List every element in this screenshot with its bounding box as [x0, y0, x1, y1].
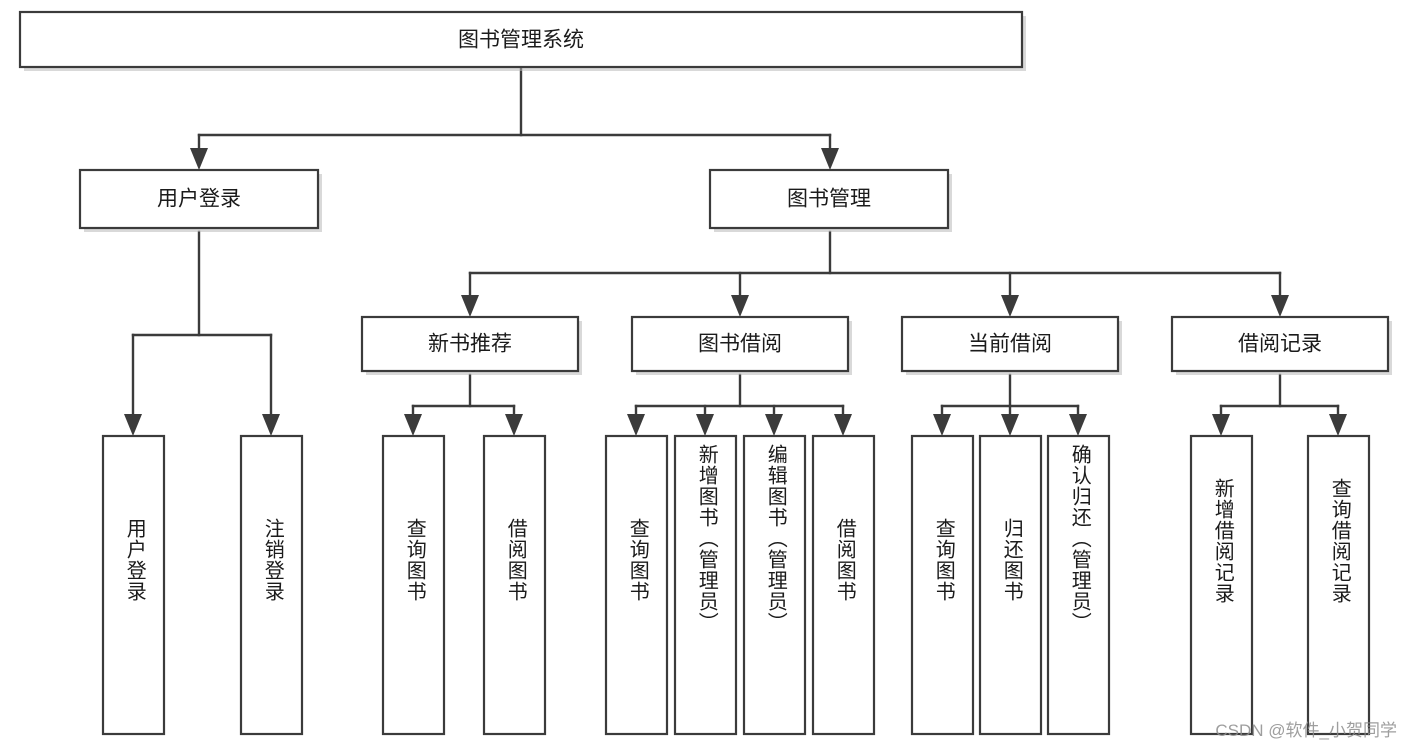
leaf-box-user-login-1[interactable]: [101, 434, 166, 736]
leaf-box-br-2[interactable]: [1306, 434, 1371, 736]
arrow-head-leaf-bb-1: [627, 414, 645, 436]
leaf-box-bb-3[interactable]: [742, 434, 807, 736]
node-root-label: 图书管理系统: [458, 29, 584, 52]
node-book-borrow[interactable]: 图书借阅: [630, 315, 852, 375]
leaf-box-bb-2[interactable]: [673, 434, 738, 736]
node-current-borrow-label: 当前借阅: [968, 333, 1052, 356]
node-book-manage-box[interactable]: [708, 168, 950, 230]
connector-group-root: [190, 65, 839, 170]
leaf-box-user-login-2[interactable]: [239, 434, 304, 736]
node-borrow-record[interactable]: 借阅记录: [1170, 315, 1392, 375]
arrow-head-leaf-nbr-2: [505, 414, 523, 436]
leaf-box-bb-4[interactable]: [811, 434, 876, 736]
arrow-head-leaf-cb-1: [933, 414, 951, 436]
arrow-head-leaf-br-1: [1212, 414, 1230, 436]
node-book-manage-label: 图书管理: [787, 188, 871, 211]
node-new-book-recommend-box[interactable]: [360, 315, 580, 373]
arrow-head-book-manage: [821, 148, 839, 170]
arrow-head-borrow-record: [1271, 295, 1289, 317]
leaf-boxes-book-borrow: [604, 434, 876, 736]
connector-group-new-book-recommend: [404, 373, 523, 436]
leaf-boxes-user-login: [101, 434, 304, 736]
connector-group-user-login: [124, 230, 280, 436]
arrow-head-book-borrow: [731, 295, 749, 317]
node-new-book-recommend[interactable]: 新书推荐: [360, 315, 582, 375]
arrow-head-leaf-user-login-2: [262, 414, 280, 436]
arrow-head-leaf-bb-3: [765, 414, 783, 436]
arrow-head-leaf-cb-3: [1069, 414, 1087, 436]
node-borrow-record-box[interactable]: [1170, 315, 1390, 373]
node-book-borrow-label: 图书借阅: [698, 333, 782, 356]
node-user-login-label: 用户登录: [157, 188, 241, 211]
connector-group-borrow-record: [1212, 373, 1347, 436]
node-user-login[interactable]: 用户登录: [78, 168, 322, 232]
arrow-head-leaf-bb-4: [834, 414, 852, 436]
leaf-box-cb-2[interactable]: [978, 434, 1043, 736]
arrow-head-leaf-bb-2: [696, 414, 714, 436]
node-book-manage[interactable]: 图书管理: [708, 168, 952, 232]
connector-group-current-borrow: [933, 373, 1087, 436]
node-book-borrow-box[interactable]: [630, 315, 850, 373]
node-user-login-box[interactable]: [78, 168, 320, 230]
arrow-head-new-book-recommend: [461, 295, 479, 317]
node-current-borrow-box[interactable]: [900, 315, 1120, 373]
leaf-box-cb-1[interactable]: [910, 434, 975, 736]
leaf-boxes-new-book-recommend: [381, 434, 547, 736]
node-current-borrow[interactable]: 当前借阅: [900, 315, 1122, 375]
node-root-box[interactable]: [18, 10, 1024, 69]
leaf-box-nbr-1[interactable]: [381, 434, 446, 736]
node-borrow-record-label: 借阅记录: [1238, 333, 1322, 356]
node-new-book-recommend-label: 新书推荐: [428, 333, 512, 356]
connector-group-book-manage: [461, 230, 1289, 317]
leaf-box-cb-3[interactable]: [1046, 434, 1111, 736]
arrow-head-leaf-nbr-1: [404, 414, 422, 436]
leaf-boxes-current-borrow: [910, 434, 1111, 736]
arrow-head-leaf-cb-2: [1001, 414, 1019, 436]
node-root[interactable]: 图书管理系统: [18, 10, 1026, 71]
arrow-head-user-login: [190, 148, 208, 170]
arrow-head-leaf-br-2: [1329, 414, 1347, 436]
leaf-boxes-borrow-record: [1189, 434, 1371, 736]
connector-group-book-borrow: [627, 373, 852, 436]
arrow-head-leaf-user-login-1: [124, 414, 142, 436]
arrow-head-current-borrow: [1001, 295, 1019, 317]
leaf-box-br-1[interactable]: [1189, 434, 1254, 736]
leaf-box-bb-1[interactable]: [604, 434, 669, 736]
leaf-box-nbr-2[interactable]: [482, 434, 547, 736]
